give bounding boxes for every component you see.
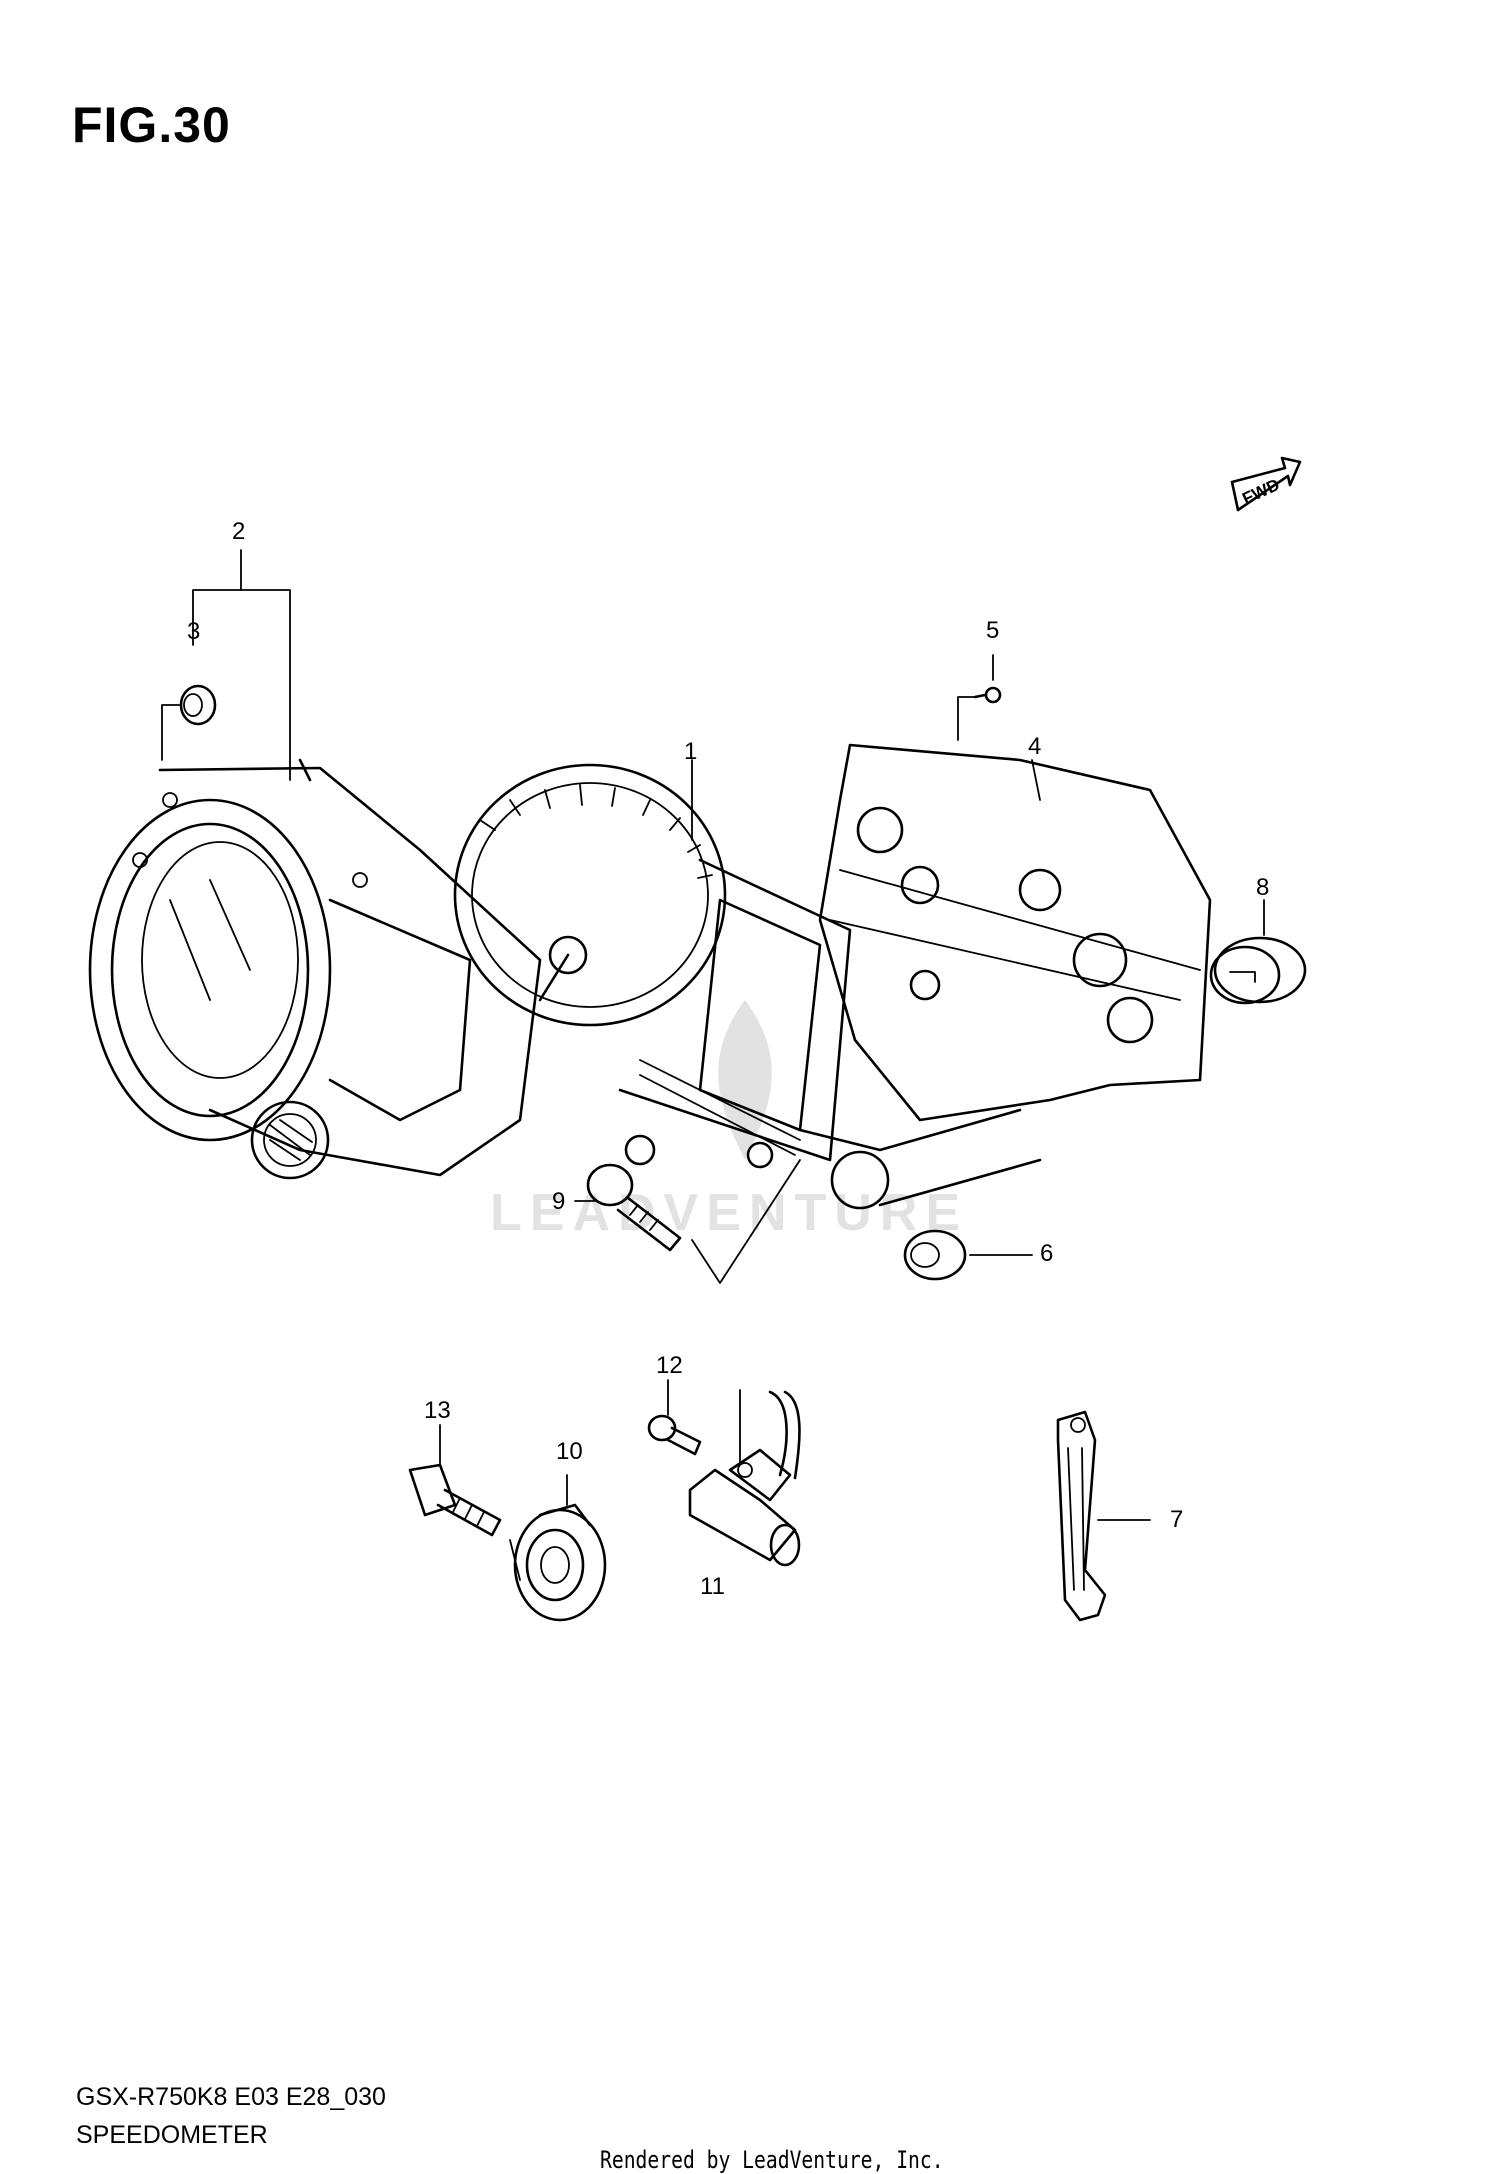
meter-case-part — [88, 758, 542, 1180]
watermark-text: LEADVENTURE — [490, 1184, 968, 1242]
meter-case-upper-part — [798, 743, 1212, 1210]
bolt-part-13 — [408, 1463, 502, 1537]
callout-7: 7 — [1170, 1506, 1184, 1533]
callout-4: 4 — [1028, 733, 1042, 760]
bolt-part-12 — [647, 1414, 702, 1456]
grommet-part — [179, 684, 217, 726]
screw-part — [973, 686, 1002, 704]
callout-1: 1 — [684, 738, 698, 765]
gauge-assembly-part — [453, 763, 852, 1169]
callout-3: 3 — [187, 618, 201, 645]
sensor-part — [688, 1390, 801, 1567]
strap-part — [1056, 1410, 1107, 1622]
part-group-name: SPEEDOMETER — [76, 2121, 268, 2149]
callout-5: 5 — [986, 617, 1000, 644]
credit-line: Rendered by LeadVenture, Inc. — [600, 2146, 944, 2174]
cushion-part — [903, 1229, 967, 1281]
fwd-arrow-icon: FWD — [1230, 456, 1302, 512]
callout-12: 12 — [656, 1352, 683, 1379]
bolt-part — [586, 1163, 682, 1252]
callout-10: 10 — [556, 1438, 583, 1465]
cap-part — [1209, 936, 1307, 1005]
figure-title: FIG.30 — [72, 97, 231, 153]
callout-13: 13 — [424, 1397, 451, 1424]
callout-2: 2 — [232, 518, 246, 545]
callout-9: 9 — [552, 1188, 566, 1215]
knob-part — [509, 1503, 607, 1622]
model-code: GSX-R750K8 E03 E28_030 — [76, 2083, 386, 2111]
leader-lines — [161, 549, 1265, 1521]
callout-8: 8 — [1256, 874, 1270, 901]
callout-6: 6 — [1040, 1240, 1054, 1267]
fwd-label: FWD — [1239, 475, 1282, 509]
callout-11: 11 — [700, 1573, 725, 1600]
